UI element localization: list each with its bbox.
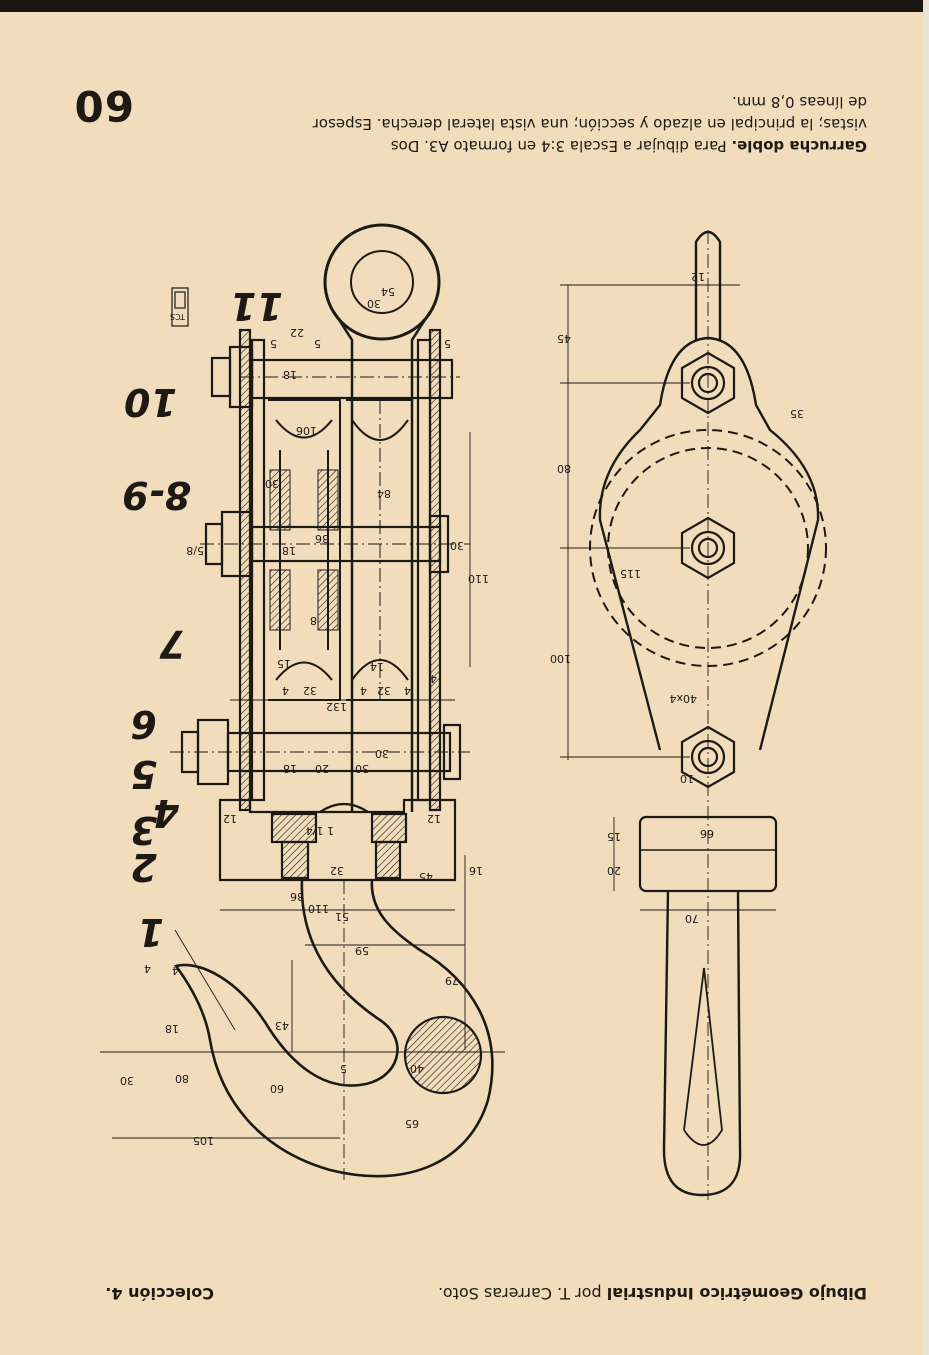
dim-front: 30 [367, 297, 381, 310]
side-hook [662, 890, 742, 1197]
dim-front: 4 [282, 684, 289, 697]
part-label-2: 2 [131, 845, 157, 889]
sheet-top-edge [0, 0, 929, 12]
dim-front: 15 [277, 657, 291, 670]
dim-front: 18 [283, 762, 297, 775]
dim-side: 80 [557, 462, 571, 475]
dim-front: 4 [360, 684, 367, 697]
dim-front: 30 [355, 762, 369, 775]
dim-front: 40 [410, 1062, 424, 1075]
dim-front: 4 [172, 964, 179, 977]
logo-text: TCS [170, 312, 186, 321]
dim-front: 60 [270, 1082, 284, 1095]
dim-front: 8 [310, 614, 317, 627]
front-view [100, 223, 505, 1180]
dim-side: 15 [607, 830, 621, 843]
dim-front: 43 [275, 1019, 289, 1032]
dim-side: 70 [685, 912, 699, 925]
part-label-1: 1 [138, 910, 164, 954]
dim-front: 1 1/4 [306, 824, 334, 837]
dim-front: 32 [330, 864, 344, 877]
dim-front: 45 [419, 870, 433, 883]
dim-front: 30 [120, 1074, 134, 1087]
dim-front: 18 [165, 1022, 179, 1035]
part-label-7: 7 [159, 622, 186, 666]
dim-front: 54 [381, 285, 395, 298]
dim-side: 12 [691, 270, 705, 283]
dim-side: 100 [550, 652, 571, 665]
bottom-bolt [170, 718, 470, 786]
sheet-right-edge [923, 0, 929, 1355]
dim-front: 32 [377, 684, 391, 697]
dim-front: 106 [296, 424, 317, 437]
dim-front: 12 [223, 812, 237, 825]
top-bolt [210, 345, 460, 409]
dim-side: 40x4 [669, 692, 697, 705]
dim-front: 36 [290, 890, 304, 903]
part-label-10: 10 [124, 380, 177, 424]
dim-front: 4 [430, 672, 437, 685]
dim-front: 18 [282, 544, 296, 557]
dim-front: 110 [468, 572, 489, 585]
publisher-logo: TCS [170, 287, 189, 327]
part-label-11: 11 [230, 284, 283, 328]
dim-side: 66 [700, 827, 714, 840]
dim-front: 30 [375, 747, 389, 760]
part-label-6: 6 [131, 702, 157, 746]
dim-front: 5 [270, 337, 277, 350]
dim-front: 110 [308, 902, 329, 915]
front-dimension-lines [100, 432, 505, 1180]
dim-front: 20 [315, 762, 329, 775]
dim-front: 4 [404, 684, 411, 697]
dim-front: 32 [303, 684, 317, 697]
drawing-labels: 1 2 3 4 5 6 7 8-9 10 11 54 30 5 5 22 5 1… [120, 270, 804, 1147]
dim-front: 22 [290, 326, 304, 339]
left-pulley [268, 399, 341, 701]
side-view [560, 230, 827, 1200]
dim-front: 30 [265, 477, 279, 490]
dim-front: 18 [283, 368, 297, 381]
dim-front: 36 [315, 532, 329, 545]
middle-bolt [200, 510, 470, 578]
dim-front: 5 [340, 1062, 347, 1075]
dim-front: 5 [314, 337, 321, 350]
dim-front: 5/8 [186, 544, 204, 557]
dim-front: 59 [355, 944, 369, 957]
eye-ring [323, 223, 441, 341]
dim-front: 51 [335, 910, 349, 923]
dim-front: 79 [445, 974, 459, 987]
dim-front: 30 [450, 539, 464, 552]
dim-side: 10 [680, 772, 694, 785]
dim-front: 105 [193, 1134, 214, 1147]
dim-front: 80 [175, 1072, 189, 1085]
dim-front: 14 [370, 660, 384, 673]
dim-side: 35 [790, 407, 804, 420]
dim-front: 12 [427, 812, 441, 825]
dim-side: 20 [607, 864, 621, 877]
side-hook-slot [683, 967, 723, 1146]
part-label-4: 4 [153, 791, 180, 835]
part-label-3: 3 [131, 808, 157, 852]
dim-side: 115 [620, 567, 641, 580]
dim-front: 84 [377, 487, 391, 500]
dim-front: 5 [444, 337, 451, 350]
dim-front: 65 [405, 1117, 419, 1130]
part-label-5: 5 [131, 752, 157, 796]
dim-side: 45 [557, 332, 571, 345]
right-pulley [346, 399, 413, 701]
part-label-8-9: 8-9 [122, 473, 191, 517]
dim-front: 16 [469, 864, 483, 877]
hook-block [218, 798, 457, 882]
hook-section [403, 1015, 483, 1095]
dim-front: 132 [326, 700, 347, 713]
side-dimension-lines [560, 284, 776, 911]
dim-front: 4 [144, 962, 151, 975]
